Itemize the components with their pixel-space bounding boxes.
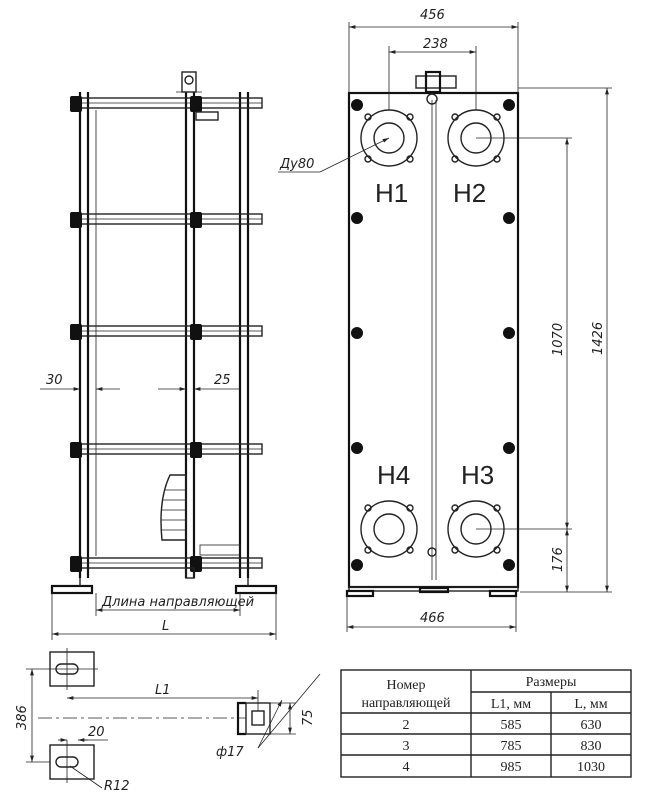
table-row: 3 785 830	[403, 739, 602, 754]
table-cell-l1: 985	[501, 760, 522, 775]
dim-radius: R12	[104, 779, 130, 794]
dim-port-vertical: 1070	[551, 323, 566, 356]
table-header-number-line1: Номер	[387, 678, 426, 693]
port-flange-h3	[447, 500, 505, 558]
dim-gap-right: 25	[214, 373, 231, 388]
perimeter-bolts	[351, 99, 515, 571]
table-cell-l: 1030	[577, 760, 605, 775]
dim-bar-75: 75	[301, 709, 316, 726]
dim-l1: L1	[155, 683, 171, 698]
table-header-l1: L1, мм	[491, 697, 531, 712]
port-label-h1: H1	[375, 178, 408, 208]
table-header-l: L, мм	[574, 697, 607, 712]
dim-height-total: 1426	[591, 322, 606, 355]
dim-port-spacing: 238	[423, 37, 448, 52]
table-cell-number: 4	[403, 760, 410, 775]
table-cell-l: 830	[581, 739, 602, 754]
port-flange-h4	[360, 500, 418, 558]
table-row: 4 985 1030	[403, 760, 606, 775]
dim-width-top: 456	[420, 8, 445, 23]
dim-hole-diameter: ф17	[216, 745, 244, 760]
side-view: 30 25 Длина направляющей L	[40, 71, 278, 640]
dim-guide-spacing: 386	[15, 705, 30, 730]
dim-guide-length: Длина направляющей	[101, 595, 254, 610]
size-table: Номер направляющей Размеры L1, мм L, мм …	[340, 669, 632, 778]
dim-port-diameter: Ду80	[279, 157, 314, 172]
table-cell-l1: 585	[501, 718, 522, 733]
port-label-h2: H2	[453, 178, 486, 208]
front-view: H1 H2 H4 H3 Ду80 456 238 1426 1070 176	[278, 8, 612, 632]
dim-width-bottom: 466	[420, 611, 445, 626]
table-cell-number: 2	[403, 718, 410, 733]
nuts	[70, 96, 202, 572]
dim-bottom-offset: 176	[551, 547, 566, 572]
port-label-h4: H4	[377, 460, 410, 490]
dim-gap-left: 30	[46, 373, 63, 388]
table-cell-l1: 785	[501, 739, 522, 754]
table-header-number-line2: направляющей	[361, 696, 451, 711]
table-header-sizes: Размеры	[526, 675, 577, 690]
table-row: 2 585 630	[403, 718, 602, 733]
table-cell-number: 3	[403, 739, 410, 754]
dim-offset-20: 20	[88, 725, 105, 740]
tie-rods	[71, 97, 263, 569]
guide-detail: 386 L1 20 R12 75 ф17	[15, 648, 321, 794]
port-label-h3: H3	[461, 460, 494, 490]
dim-length-total: L	[162, 619, 169, 634]
table-cell-l: 630	[581, 718, 602, 733]
